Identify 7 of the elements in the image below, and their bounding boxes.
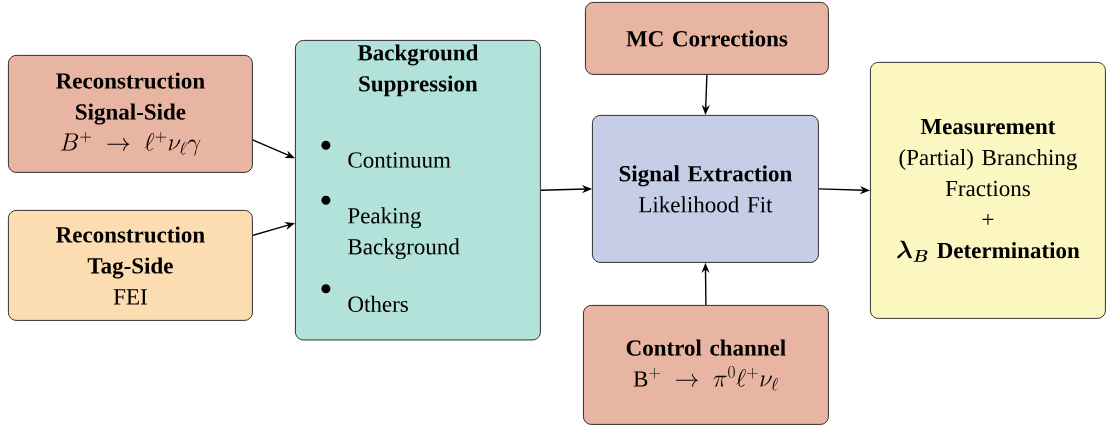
- list-box: Background Suppression Continuum Peaking Background Others: [295, 40, 541, 341]
- process-box: Signal Extraction Likelihood Fit: [592, 115, 819, 263]
- process-box: Reconstruction Tag-Side FEI: [8, 210, 253, 321]
- process-box: Control channel $\mathrm{B}^+ \to \pi^0\ell^+\nu_\ell$: [583, 305, 829, 425]
- process-box: Measurement (Partial) Branching Fractions + $\boldsymbol{\lambda_B}\ \textbf{Determination}$: [870, 62, 1106, 319]
- process-box: MC Corrections: [585, 2, 829, 75]
- process-box: Reconstruction Signal-Side $B^+ \to \ell^+\nu_\ell\gamma$: [8, 55, 253, 173]
